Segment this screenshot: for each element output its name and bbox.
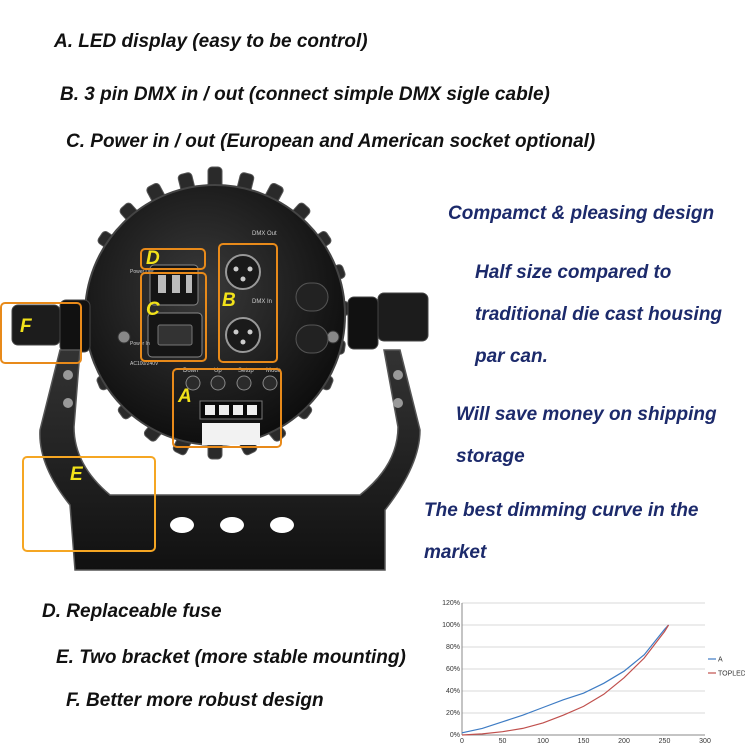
blank-port (295, 282, 329, 312)
photo-label-a: A (178, 386, 192, 407)
claim-dimming-line2: market (424, 542, 487, 563)
legend-label: TOPLED (718, 671, 745, 678)
y-tick-label: 40% (446, 688, 460, 695)
photo-label-f: F (20, 316, 32, 337)
x-tick-label: 50 (499, 738, 507, 745)
led-display (199, 400, 263, 420)
dmx-in-silkscreen: DMX In (252, 299, 272, 305)
left-knob[interactable] (11, 299, 91, 353)
series-line-a (461, 624, 669, 734)
x-tick-label: 150 (578, 738, 590, 745)
dimming-curve-chart: 0% 20% 40% 60% 80% 100% 120% 0 50 100 150 200 250 300… (442, 600, 745, 745)
chart-grid (462, 602, 705, 736)
photo-label-d: D (146, 248, 160, 269)
highlight-e-bracket (22, 456, 156, 552)
mounting-bracket (39, 349, 421, 571)
legend-label: A (718, 657, 723, 664)
claim-half-line3: par can. (475, 346, 548, 367)
claim-half-line2: traditional die cast housing (475, 304, 723, 325)
dmx-out-connector (225, 254, 261, 290)
up-button[interactable] (210, 375, 226, 391)
setup-button-label: Setup (238, 368, 254, 374)
screw-icon (393, 398, 403, 408)
feature-c-text: C. Power in / out (European and American… (66, 131, 596, 152)
photo-label-c: C (146, 299, 160, 320)
claim-compact: Compamct & pleasing design (448, 203, 715, 224)
par-can-rear-photo: DMX Out DMX In Power Out Power In AC100/… (11, 166, 429, 571)
bracket-hole (220, 517, 244, 533)
highlight-f-knob (0, 302, 82, 364)
photo-label-b: B (222, 290, 236, 311)
blank-port (295, 324, 329, 354)
feature-b-text: B. 3 pin DMX in / out (connect simple DM… (60, 84, 550, 105)
x-tick-label: 250 (659, 738, 671, 745)
chart-axes: 0% 20% 40% 60% 80% 100% 120% 0 50 100 150 200 250 300 (442, 600, 711, 745)
x-tick-label: 200 (618, 738, 630, 745)
down-button[interactable] (185, 375, 201, 391)
y-tick-label: 0% (450, 732, 460, 739)
screw-icon (63, 398, 73, 408)
chart-series (461, 624, 670, 736)
claim-save-line1: Will save money on shipping (456, 404, 717, 425)
y-tick-label: 80% (446, 644, 460, 651)
highlight-a-display (172, 368, 282, 448)
mode-button[interactable] (262, 375, 278, 391)
mode-button-label: Mode (266, 368, 282, 374)
voltage-silkscreen: AC100/240V (130, 361, 159, 367)
series-line-topled (461, 624, 670, 736)
screw-icon (63, 370, 73, 380)
x-tick-label: 0 (460, 738, 464, 745)
highlight-b-dmx (218, 243, 278, 363)
up-button-label: Up (214, 368, 222, 374)
highlight-c-power (140, 272, 207, 362)
screw-icon (117, 330, 131, 344)
down-button-label: Down (183, 368, 198, 374)
feature-f-text: F. Better more robust design (66, 690, 324, 711)
bracket-hole (170, 517, 194, 533)
dmx-in-connector (225, 317, 261, 353)
claim-half-line1: Half size compared to (475, 262, 672, 283)
power-in-silkscreen: Power In (130, 341, 150, 347)
x-tick-label: 100 (537, 738, 549, 745)
chart-legend: A TOPLED (708, 657, 745, 678)
screw-icon (393, 370, 403, 380)
claim-save-line2: storage (456, 446, 525, 467)
highlight-d-fuse (140, 248, 206, 270)
feature-d-text: D. Replaceable fuse (42, 601, 222, 622)
y-tick-label: 20% (446, 710, 460, 717)
feature-a-text: A. LED display (easy to be control) (54, 31, 368, 52)
y-tick-label: 120% (442, 600, 460, 607)
dmx-out-silkscreen: DMX Out (252, 231, 277, 237)
x-tick-label: 300 (699, 738, 711, 745)
control-panel: Down Up Setup Mode (183, 368, 282, 445)
serial-sticker (202, 423, 260, 445)
bracket-hole (270, 517, 294, 533)
photo-label-e: E (70, 464, 83, 485)
claim-dimming-line1: The best dimming curve in the (424, 500, 699, 521)
y-tick-label: 100% (442, 622, 460, 629)
y-tick-label: 60% (446, 666, 460, 673)
right-knob[interactable] (347, 292, 429, 350)
setup-button[interactable] (236, 375, 252, 391)
feature-e-text: E. Two bracket (more stable mounting) (56, 647, 406, 668)
screw-icon (326, 330, 340, 344)
